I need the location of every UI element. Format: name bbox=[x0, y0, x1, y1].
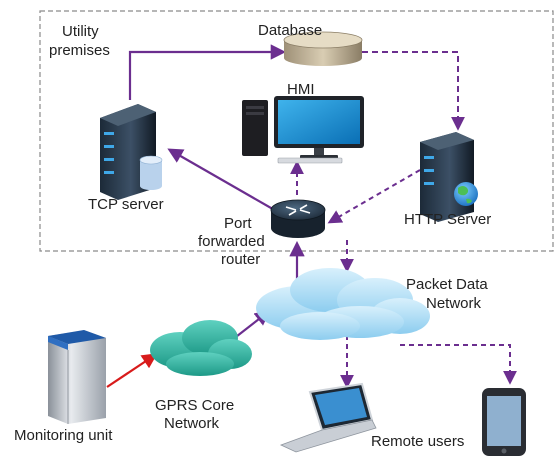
smartphone-icon bbox=[482, 388, 526, 456]
packet-data-network-label-line2: Network bbox=[426, 295, 482, 312]
router-to-tcp-link bbox=[167, 148, 279, 213]
gprs-label-line1: GPRS Core bbox=[155, 397, 234, 414]
router-label-line3: router bbox=[221, 251, 260, 268]
remote-users-label: Remote users bbox=[371, 433, 464, 450]
hmi-label: HMI bbox=[287, 81, 315, 98]
utility-premises-label-line2: premises bbox=[49, 42, 110, 59]
utility-premises-label-line1: Utility bbox=[62, 23, 99, 40]
laptop-icon bbox=[279, 382, 377, 453]
monitoring-to-gprs-link bbox=[106, 353, 158, 388]
database-to-http-link bbox=[362, 51, 465, 131]
gprs-core-network-cloud bbox=[150, 320, 252, 376]
http-server-label: HTTP Server bbox=[404, 211, 491, 228]
labels: Utility premises Database HMI TCP server… bbox=[14, 22, 491, 450]
packet-data-network-cloud bbox=[256, 268, 430, 340]
monitoring-unit-icon bbox=[48, 330, 106, 424]
hmi-computer-icon bbox=[242, 96, 364, 164]
tcp-database-icon bbox=[139, 155, 163, 190]
pdn-to-phone-link bbox=[400, 344, 517, 385]
router-label-line2: forwarded bbox=[198, 233, 265, 250]
gprs-label-line2: Network bbox=[164, 415, 220, 432]
http-server-icon bbox=[420, 132, 478, 222]
packet-data-network-label-line1: Packet Data bbox=[406, 276, 488, 293]
router-label-line1: Port bbox=[224, 215, 252, 232]
database-label: Database bbox=[258, 22, 322, 39]
globe-icon bbox=[454, 182, 478, 206]
router-icon bbox=[270, 199, 326, 238]
tcp-server-label: TCP server bbox=[88, 196, 164, 213]
tcp-to-database-link bbox=[128, 44, 287, 100]
database-icon bbox=[283, 31, 363, 66]
monitoring-unit-label: Monitoring unit bbox=[14, 427, 113, 444]
tcp-server-icon bbox=[100, 104, 163, 200]
